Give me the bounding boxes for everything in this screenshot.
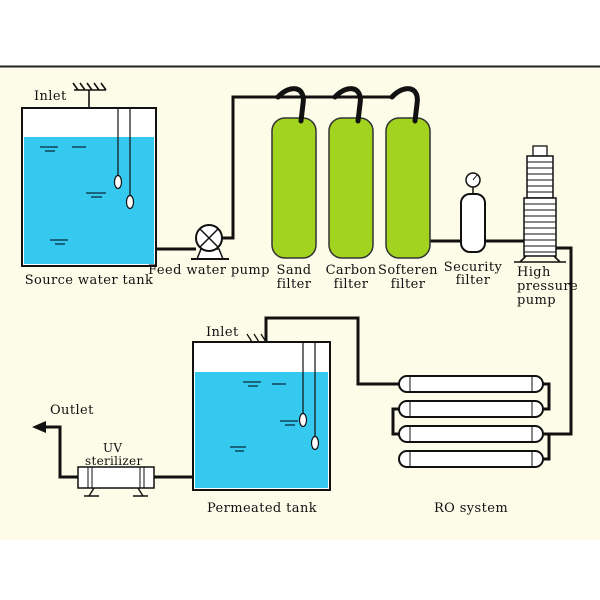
pipe-pump-discharge-manifold bbox=[222, 95, 393, 240]
softeren-filter-vessel bbox=[385, 117, 431, 259]
pump-feet bbox=[514, 255, 566, 263]
labels: Inlet Source water tank Feed water pump … bbox=[25, 89, 578, 516]
outlet-arrow-icon bbox=[32, 421, 46, 433]
uv-body bbox=[77, 466, 155, 489]
level-float-sensor bbox=[125, 108, 135, 210]
ro-connector-left bbox=[391, 407, 399, 436]
float-bob bbox=[113, 174, 123, 190]
stage-lines bbox=[524, 203, 556, 253]
label-security-filter-2: filter bbox=[456, 273, 491, 288]
float-bob bbox=[310, 435, 320, 451]
source-tank-water bbox=[24, 137, 154, 264]
label-security-filter-1: Security bbox=[444, 260, 503, 275]
softeren-filter-inlet-pipe bbox=[389, 86, 420, 124]
level-float-sensor bbox=[298, 342, 308, 428]
ro-connector-right-2 bbox=[543, 432, 551, 461]
high-pressure-pump bbox=[514, 145, 566, 263]
ro-system bbox=[391, 375, 551, 468]
label-carbon-filter-1: Carbon bbox=[326, 263, 377, 278]
sand-filter-inlet-pipe bbox=[275, 86, 306, 124]
label-uv-2: sterilizer bbox=[85, 454, 143, 468]
security-filter-body bbox=[460, 193, 486, 253]
label-hp-pump-2: pressure bbox=[517, 279, 578, 294]
pipe-uv-to-outlet bbox=[46, 425, 78, 479]
label-sand-filter-1: Sand bbox=[277, 263, 312, 278]
water-ripple-marks bbox=[40, 146, 106, 245]
level-float-sensor bbox=[310, 342, 320, 451]
label-source-tank: Source water tank bbox=[25, 273, 154, 288]
water-ripple-marks bbox=[230, 381, 298, 452]
ro-membrane-vessels bbox=[398, 375, 544, 468]
gauge-needle bbox=[472, 174, 478, 181]
ro-vessel bbox=[398, 375, 544, 393]
label-hp-pump-1: High bbox=[517, 265, 551, 280]
ro-vessel bbox=[398, 425, 544, 443]
label-softeren-filter-2: filter bbox=[391, 277, 426, 292]
label-ro-system: RO system bbox=[434, 501, 508, 516]
filter-top-pipes bbox=[275, 86, 420, 124]
uv-sterilizer bbox=[77, 466, 155, 497]
sand-filter-vessel bbox=[271, 117, 317, 259]
label-permeated-tank: Permeated tank bbox=[207, 501, 317, 516]
label-outlet: Outlet bbox=[50, 403, 94, 418]
pipe-ro-to-permeated-inlet bbox=[264, 316, 399, 386]
pump-impeller-icon bbox=[199, 228, 219, 248]
permeated-tank-water bbox=[195, 372, 328, 488]
vessel-end-flanges bbox=[409, 376, 533, 467]
inlet-faucet-icon bbox=[72, 82, 107, 108]
ro-connector-right-1 bbox=[543, 382, 551, 411]
inlet-hatch-marks bbox=[246, 333, 267, 343]
label-sand-filter-2: filter bbox=[277, 277, 312, 292]
media-filters bbox=[271, 86, 431, 259]
motor-fins bbox=[527, 161, 553, 193]
level-float-sensor bbox=[113, 108, 123, 190]
piping bbox=[46, 95, 573, 479]
uv-legs bbox=[84, 487, 148, 497]
label-inlet-permeated: Inlet bbox=[206, 325, 239, 340]
ro-vessel bbox=[398, 450, 544, 468]
permeated-tank bbox=[192, 333, 331, 491]
label-hp-pump-3: pump bbox=[517, 293, 556, 308]
label-carbon-filter-2: filter bbox=[334, 277, 369, 292]
pipe-hp-pump-to-ro bbox=[549, 246, 573, 436]
feed-water-pump bbox=[191, 224, 229, 260]
security-filter bbox=[460, 172, 486, 253]
label-uv-1: UV bbox=[103, 441, 122, 455]
source-water-tank bbox=[21, 82, 157, 267]
pump-motor bbox=[526, 155, 554, 199]
uv-flanges bbox=[87, 467, 145, 488]
carbon-filter-inlet-pipe bbox=[332, 86, 363, 124]
label-feed-pump: Feed water pump bbox=[148, 263, 270, 278]
pump-top-cap bbox=[532, 145, 548, 157]
pump-stage-stack bbox=[523, 197, 557, 257]
float-bob bbox=[125, 194, 135, 210]
ro-interconnect-pipes bbox=[391, 382, 551, 461]
ro-vessel bbox=[398, 400, 544, 418]
carbon-filter-vessel bbox=[328, 117, 374, 259]
label-softeren-filter-1: Softeren bbox=[378, 263, 438, 278]
float-bob bbox=[298, 412, 308, 428]
label-inlet-source: Inlet bbox=[34, 89, 67, 104]
